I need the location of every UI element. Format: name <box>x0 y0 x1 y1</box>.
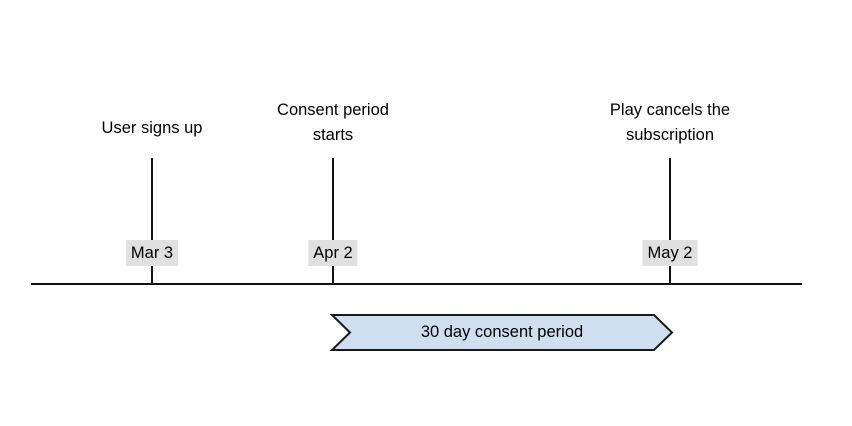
event-caption-line: User signs up <box>101 119 203 137</box>
event-caption: Consent period starts <box>277 98 389 148</box>
event-date-label: May 2 <box>642 240 698 266</box>
consent-period-banner: 30 day consent period <box>329 314 674 351</box>
event-tick-line <box>669 158 671 284</box>
event-caption: User signs up <box>102 116 203 141</box>
event-caption-line: Play cancels the <box>609 101 731 119</box>
banner-label: 30 day consent period <box>420 323 584 341</box>
event-tick-line <box>332 158 334 284</box>
event-caption-line: starts <box>312 126 354 144</box>
event-caption-line: Consent period <box>277 101 389 119</box>
event-tick-line <box>151 158 153 284</box>
chevron-arrow-shape <box>329 314 674 351</box>
event-date-label: Apr 2 <box>308 240 358 266</box>
event-date-label: Mar 3 <box>125 240 179 266</box>
event-caption: Play cancels the subscription <box>610 98 730 148</box>
timeline-axis <box>31 283 802 285</box>
event-caption-line: subscription <box>625 126 715 144</box>
